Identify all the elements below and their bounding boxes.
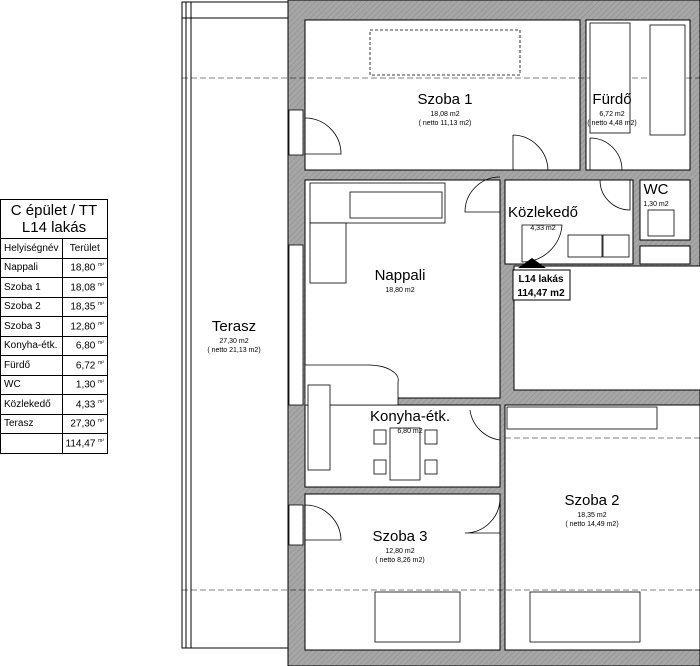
table-row: Konyha-étk. 6,80 m²	[0, 335, 108, 356]
szoba3-area: 12,80 m2	[385, 548, 414, 555]
konyha-name: Konyha-étk.	[370, 408, 450, 425]
terrace	[181, 1, 291, 649]
kozlekedo-name: Közlekedő	[508, 204, 578, 221]
room-storage	[639, 245, 691, 265]
szoba1-netto: ( netto 11,13 m2)	[419, 120, 472, 127]
area-value: 12,80	[70, 320, 96, 332]
windows	[288, 109, 304, 546]
total-area: 114,47 m²	[61, 433, 108, 454]
table-row: Nappali 18,80 m²	[0, 257, 108, 278]
szoba3-netto: ( netto 8,26 m2)	[375, 557, 424, 564]
apartment-area: 114,47 m2	[517, 288, 565, 299]
area-value: 4,33	[75, 398, 96, 410]
title-line-2: L14 lakás	[21, 219, 87, 236]
kitchenette-right	[506, 406, 658, 430]
terasz-netto: ( netto 21,13 m2)	[207, 347, 260, 354]
area-value: 18,80	[70, 262, 96, 274]
unit: m²	[98, 262, 104, 269]
wc-area: 1,30 m2	[643, 201, 668, 208]
table-row: Szoba 3 12,80 m²	[0, 316, 108, 337]
total-label	[0, 433, 63, 454]
table-row: Szoba 1 18,08 m²	[0, 277, 108, 298]
unit: m²	[98, 281, 104, 288]
unit: m²	[98, 418, 104, 425]
total-value: 114,47	[65, 437, 96, 449]
apartment-label: L14 lakás 114,47 m2	[512, 258, 571, 301]
bed-3	[369, 29, 521, 76]
nappali-name: Nappali	[375, 267, 426, 284]
area-value: 27,30	[70, 418, 96, 430]
room-name: Szoba 2	[0, 296, 63, 317]
szoba1-area: 18,08 m2	[430, 111, 459, 118]
room-labels: Szoba 1 18,08 m2 ( netto 11,13 m2) Fürdő…	[207, 91, 668, 564]
unit: m²	[98, 379, 104, 386]
bed-2	[529, 591, 641, 643]
area-value: 18,35	[70, 301, 96, 313]
table-row: Fürdő 6,72 m²	[0, 355, 108, 376]
unit: m²	[98, 437, 104, 444]
table-row: Szoba 2 18,35 m²	[0, 296, 108, 317]
furdo-netto: ( netto 4,48 m2)	[587, 120, 636, 127]
area-value: 6,80	[75, 340, 96, 352]
title-line-1: C épület / TT	[10, 202, 98, 219]
area-value: 6,72	[75, 359, 96, 371]
szoba1-name: Szoba 1	[417, 91, 472, 108]
furdo-area: 6,72 m2	[599, 111, 624, 118]
terasz-name: Terasz	[212, 318, 256, 335]
dining-table	[389, 427, 421, 481]
unit: m²	[98, 320, 104, 327]
unit: m²	[98, 398, 104, 405]
unit: m²	[98, 340, 104, 347]
szoba2-area: 18,35 m2	[577, 512, 606, 519]
terasz-area: 27,30 m2	[219, 338, 248, 345]
unit: m²	[98, 359, 104, 366]
area-value: 18,08	[70, 281, 96, 293]
konyha-area: 6,80 m2	[397, 428, 422, 435]
room-area: 18,80 m²	[61, 257, 108, 278]
room-area: 4,33 m²	[61, 394, 108, 415]
bed-1	[374, 591, 461, 643]
kozlekedo-area: 4,33 m2	[530, 225, 555, 232]
furniture	[304, 22, 686, 643]
wc-name: WC	[644, 181, 669, 198]
dashed-lines	[182, 77, 700, 591]
area-value: 1,30	[75, 379, 96, 391]
bathtub	[589, 22, 631, 134]
doors	[304, 117, 631, 541]
unit: m²	[98, 301, 104, 308]
armchair	[309, 222, 347, 284]
szoba2-name: Szoba 2	[564, 492, 619, 509]
szoba2-netto: ( netto 14,49 m2)	[565, 521, 618, 528]
toilet	[647, 209, 675, 237]
furdo-name: Fürdő	[592, 91, 631, 108]
apartment-name: L14 lakás	[518, 274, 563, 285]
szoba3-name: Szoba 3	[372, 528, 427, 545]
nappali-area: 18,80 m2	[385, 287, 414, 294]
